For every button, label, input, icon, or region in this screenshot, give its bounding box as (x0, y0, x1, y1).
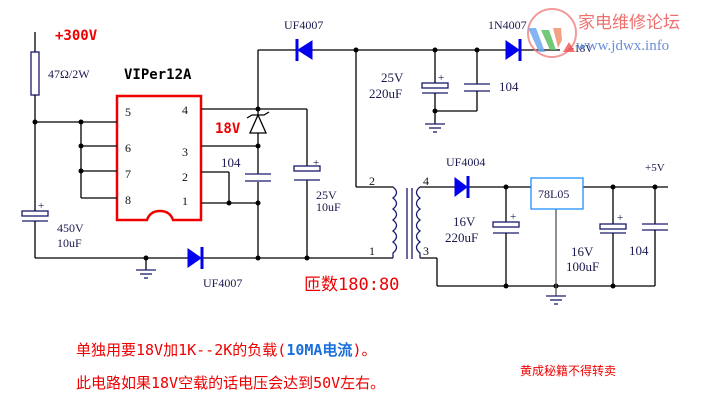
note-line-1: 单独用要18V加1K--2K的负载(10MA电流)。 (76, 341, 376, 359)
chip-pin-1: 1 (182, 194, 188, 208)
svg-text:+: + (313, 157, 319, 169)
output-diode-1n4007-label: 1N4007 (488, 18, 527, 32)
bottom-diode (187, 247, 204, 269)
vdd-cap-value-label: 10uF (316, 200, 341, 214)
top-diode (295, 39, 313, 61)
watermark-site-name: 家电维修论坛 (578, 13, 680, 33)
output-18v-cap-voltage-label: 25V (381, 70, 404, 85)
chip-outline (115, 94, 203, 222)
watermark-logo (527, 8, 577, 58)
transformer (356, 186, 455, 286)
vdd-cap-voltage-label: 25V (316, 188, 337, 202)
regulator-output-cap-voltage-label: 16V (571, 244, 594, 259)
feedback-capacitor (245, 173, 271, 182)
output-18v-capacitor: + (421, 50, 477, 124)
bottom-diode-label: UF4007 (203, 276, 242, 290)
uf4004-label: UF4004 (446, 155, 485, 169)
input-rail: + (21, 32, 49, 258)
output-5v-label: +5V (645, 162, 665, 174)
chip-pin-8: 8 (125, 193, 131, 207)
note-line-1-prefix: 单独用要18V加1K--2K的负载( (76, 341, 286, 359)
bulk-cap-value-label: 10uF (57, 236, 82, 250)
uf4004-diode (454, 176, 470, 198)
regulator-label: 78L05 (538, 187, 569, 201)
chip-pin-5: 5 (125, 105, 131, 119)
disclaimer-text: 黄成秘籍不得转卖 (520, 363, 616, 378)
secondary-wiring (437, 184, 668, 296)
transformer-pin-1: 1 (369, 244, 375, 258)
top-diode-label: UF4007 (284, 18, 323, 32)
output-18v-cap2 (464, 50, 490, 111)
output-18v-cap-value-label: 220uF (369, 86, 402, 101)
chip-pin-7: 7 (125, 167, 131, 181)
svg-text:+: + (38, 200, 44, 212)
transformer-pin-4: 4 (423, 174, 429, 188)
bulk-cap-voltage-label: 450V (57, 221, 84, 235)
chip-name: VIPer12A (124, 67, 192, 83)
vdd-capacitor: + (293, 157, 321, 181)
bottom-primary-line (35, 255, 393, 270)
svg-text:+: + (617, 212, 623, 224)
regulator-input-cap: + (492, 187, 520, 286)
transformer-pin-3: 3 (423, 244, 429, 258)
transformer-pin-2: 2 (369, 174, 375, 188)
resistor-label: 47Ω/2W (48, 67, 90, 81)
regulator-output-cap: + (599, 187, 627, 286)
ground-icon (136, 269, 156, 279)
output-diode-1n4007 (505, 39, 522, 61)
regulator-output-cap-value-label: 100uF (566, 259, 599, 274)
regulator-input-cap-voltage-label: 16V (453, 214, 476, 229)
chip-left-wiring (35, 119, 117, 199)
zener-diode (246, 111, 270, 134)
regulator-output-cap2-label: 104 (629, 243, 649, 258)
chip-pin-3: 3 (182, 145, 188, 159)
watermark-url: www.jdwx.info (576, 38, 669, 54)
chip-pin-2: 2 (182, 170, 188, 184)
zener-voltage-label: 18V (215, 121, 241, 137)
output-18v-cap2-label: 104 (499, 79, 519, 94)
input-resistor (30, 51, 40, 96)
svg-text:+: + (510, 211, 516, 223)
regulator-output-cap2 (642, 187, 668, 286)
transformer-turns-label: 匝数180:80 (304, 275, 399, 295)
chip-pin-6: 6 (125, 141, 131, 155)
regulator-input-cap-value-label: 220uF (445, 230, 478, 245)
note-line-1-highlight: 10MA电流 (286, 341, 352, 359)
chip-right-wiring (201, 50, 310, 261)
ground-icon (546, 295, 566, 305)
input-voltage-label: +300V (55, 28, 98, 44)
note-line-2: 此电路如果18V空载的话电压会达到50V左右。 (76, 374, 385, 392)
svg-text:+: + (438, 72, 444, 84)
chip-pin-4: 4 (182, 103, 188, 117)
note-line-1-suffix: )。 (352, 341, 376, 359)
feedback-cap-label: 104 (221, 155, 241, 170)
ground-icon (425, 123, 445, 133)
regulator-78l05 (530, 177, 584, 210)
